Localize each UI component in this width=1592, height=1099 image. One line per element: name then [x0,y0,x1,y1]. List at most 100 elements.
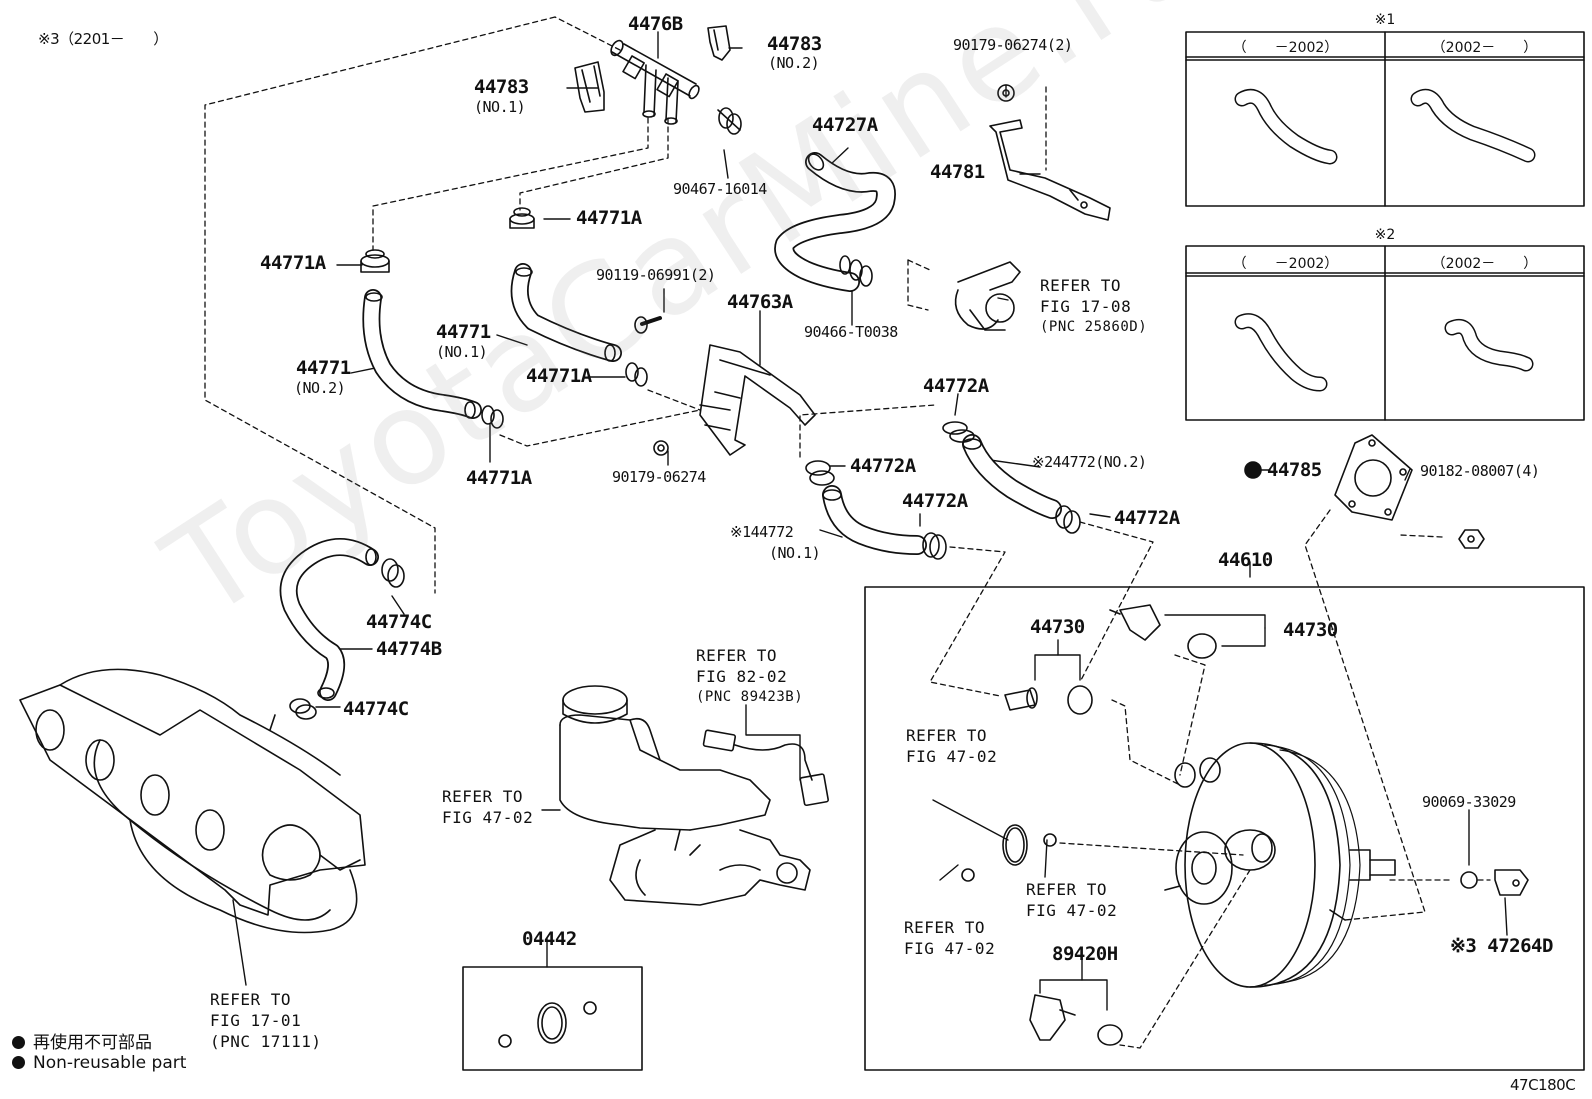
label-44772A-4: 44772A [1114,507,1180,529]
label-90179-06274: 90179-06274 [612,468,706,486]
label-44772A-1: 44772A [923,375,989,397]
o-ring-drawing [961,824,1057,882]
ref-fig-17-08-line1: REFER TO [1040,276,1122,295]
ref-fig-47-02-c-line1: REFER TO [904,918,986,937]
brake-booster-drawing [1164,742,1396,988]
ref-fig-17-01-line3: (PNC 17111) [210,1031,322,1051]
ref-fig-47-02-c-line2: FIG 47-02 [904,938,996,958]
non-reusable-marker [1244,461,1262,479]
variant-2-col1: （ －2002） [1232,256,1339,272]
variant-1-col2: （2002－ ） [1431,40,1538,56]
intake-manifold-drawing [19,668,366,934]
label-44772-no2: ※244772(NO.2) [1032,453,1147,471]
legend-dot-icon [12,1056,25,1069]
nut-90179-a-drawing [997,84,1015,102]
part-4476B-drawing [610,39,700,125]
clamp-90467-drawing [717,107,742,135]
ref-fig-47-02-b-line2: FIG 47-02 [1026,900,1118,920]
ref-fig-17-01[interactable]: REFER TO FIG 17-01 (PNC 17111) [210,990,321,1052]
hose-44771-no2-drawing [362,289,504,429]
label-44730-b: 44730 [1283,619,1338,641]
label-4476B: 4476B [628,13,683,35]
label-90466-T0038: 90466-T0038 [804,323,898,341]
hose-44771-no1-drawing [510,263,648,387]
clamp-44772A-3-drawing [922,532,947,560]
label-44781: 44781 [930,161,985,183]
bracket-44763A-drawing [699,344,816,456]
label-44772A-2: 44772A [850,455,916,477]
label-44783-no2: 44783 [767,33,822,55]
label-44783-no1-sub: (NO.1) [474,98,526,116]
label-44783-no1: 44783 [474,76,529,98]
ref-fig-47-02-b[interactable]: REFER TO FIG 47-02 [1026,880,1117,922]
bracket-44781-drawing [989,119,1111,221]
clamp-44772A-4-drawing [1055,505,1081,534]
legend-en: Non-reusable part [12,1053,186,1073]
label-47264D: ※3 47264D [1450,935,1553,957]
hose-44774B-drawing [279,538,379,701]
ref-fig-82-02-line2: FIG 82-02 [696,666,788,686]
ref-fig-82-02-line3: (PNC 89423B) [696,688,804,705]
ref-fig-47-02-a-line2: FIG 47-02 [906,746,998,766]
top-note: ※3（2201－ ） [38,30,168,48]
clamp-44771A-top-drawing [509,207,535,229]
label-90467-16014: 90467-16014 [673,180,767,198]
kit-04442-parts-drawing [498,1001,597,1048]
ref-fig-47-02-master-line2: FIG 47-02 [442,807,534,827]
label-44730-a: 44730 [1030,616,1085,638]
variant-box-2 [1185,245,1585,421]
hose-44772-no1-drawing [822,485,927,555]
label-44783-no2-sub: (NO.2) [768,54,820,72]
label-44771-no1: 44771 [436,321,491,343]
ref-fig-17-08[interactable]: REFER TO FIG 17-08 (PNC 25860D) [1040,276,1147,336]
label-44771A-mid: 44771A [526,365,592,387]
ref-fig-17-08-line3: (PNC 25860D) [1040,318,1148,335]
kit-04442-box [462,966,643,1071]
legend-jp: 再使用不可部品 [12,1028,152,1053]
label-89420H: 89420H [1052,943,1118,965]
label-04442: 04442 [522,928,577,950]
ref-fig-47-02-a[interactable]: REFER TO FIG 47-02 [906,726,997,768]
ref-fig-47-02-master[interactable]: REFER TO FIG 47-02 [442,787,533,829]
label-44772A-3: 44772A [902,490,968,512]
part-44783-no1-drawing [574,61,605,113]
label-90069-33029: 90069-33029 [1422,793,1516,811]
label-90119-06991: 90119-06991(2) [596,266,716,284]
clamp-44772A-2-drawing [805,460,835,486]
ref-fig-47-02-a-line1: REFER TO [906,726,988,745]
legend-dot-icon [12,1036,25,1049]
label-44771-no2-sub: (NO.2) [294,379,346,397]
nut-90182-drawing [1458,529,1485,549]
clamp-44774C-a-drawing [381,558,405,588]
label-44610: 44610 [1218,549,1273,571]
ref-fig-82-02[interactable]: REFER TO FIG 82-02 (PNC 89423B) [696,646,803,706]
label-44771-no2: 44771 [296,357,351,379]
label-44771-no1-sub: (NO.1) [436,343,488,361]
label-44785: 44785 [1267,459,1322,481]
legend-jp-text: 再使用不可部品 [33,1033,152,1053]
check-valve-44730-a-drawing [1004,685,1093,715]
label-44772-no1: ※144772 [730,523,794,541]
label-44774C-b: 44774C [343,698,409,720]
nut-90179-b-drawing [653,440,669,456]
diagram-code: 47C180C [1510,1076,1576,1094]
variant-2-mark: ※2 [1374,227,1396,243]
leader-lines [232,31,1508,1011]
vsv-valve-drawing [954,261,1021,331]
check-valve-44730-b-drawing [1109,604,1217,659]
clamp-44771A-left-drawing [360,249,390,273]
nut-90069-drawing [1460,871,1478,889]
part-44783-no2-drawing [707,25,731,61]
ref-fig-47-02-c[interactable]: REFER TO FIG 47-02 [904,918,995,960]
ref-fig-47-02-master-line1: REFER TO [442,787,524,806]
clevis-47264D-drawing [1494,869,1529,896]
label-44727A: 44727A [812,114,878,136]
label-44771A-left: 44771A [260,252,326,274]
label-44774B: 44774B [376,638,442,660]
brake-booster-assembly-box [864,586,1585,1071]
ref-fig-17-08-line2: FIG 17-08 [1040,296,1132,316]
clamp-44772A-1-drawing [942,421,975,443]
label-44771A-top: 44771A [576,207,642,229]
variant-1-col1: （ －2002） [1232,40,1339,56]
